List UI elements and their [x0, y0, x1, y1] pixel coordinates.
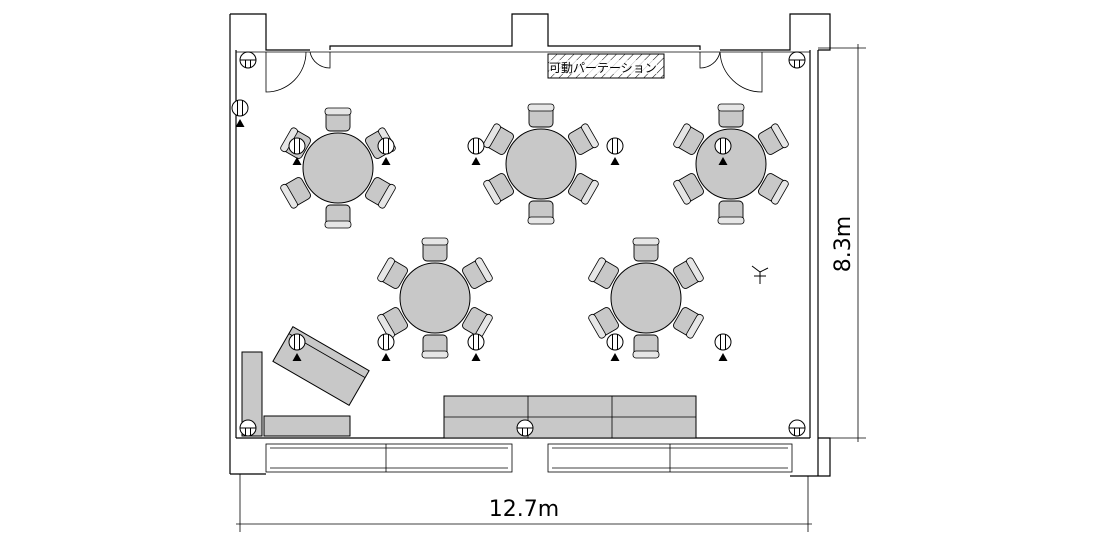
height-label: 8.3m	[831, 216, 856, 272]
dimension-width: 12.7m	[236, 474, 812, 532]
movable-partition: 可動パーテーション	[547, 53, 665, 79]
fixtures	[231, 51, 806, 437]
spotlight-icon	[606, 137, 624, 165]
furniture	[241, 325, 697, 439]
chair	[717, 103, 745, 128]
door-right	[699, 51, 763, 93]
chair	[421, 237, 449, 262]
detector-icon	[788, 419, 806, 437]
round-table-5	[587, 237, 705, 359]
detector-icon	[239, 419, 257, 437]
dimension-height: 8.3m	[818, 44, 866, 442]
chair	[632, 334, 660, 359]
chair	[527, 103, 555, 128]
round-table-2	[482, 103, 600, 225]
spotlight-icon	[714, 137, 732, 165]
window-left	[265, 443, 513, 473]
round-table-1	[279, 107, 397, 229]
spotlight-icon	[288, 333, 306, 361]
detector-icon	[788, 51, 806, 69]
round-table-4	[376, 237, 494, 359]
side-counter	[241, 351, 263, 437]
spotlight-icon	[714, 333, 732, 361]
chair	[717, 200, 745, 225]
spotlight-icon	[231, 99, 249, 127]
spotlight-icon	[467, 137, 485, 165]
table-top	[610, 262, 682, 334]
door-left	[265, 51, 331, 93]
chair	[527, 200, 555, 225]
chair	[421, 334, 449, 359]
buffet-table	[443, 395, 697, 439]
spotlight-icon	[288, 137, 306, 165]
chair	[324, 107, 352, 132]
table-top	[695, 128, 767, 200]
angled-desk	[272, 325, 370, 407]
table-top	[505, 128, 577, 200]
spotlight-icon	[377, 137, 395, 165]
window-right	[547, 443, 793, 473]
chair	[324, 204, 352, 229]
round-tables	[279, 103, 790, 359]
partition-label: 可動パーテーション	[549, 61, 657, 75]
chair	[632, 237, 660, 262]
detector-icon	[516, 419, 534, 437]
round-table-3	[672, 103, 790, 225]
fan-symbol-icon	[751, 265, 769, 284]
width-label: 12.7m	[489, 497, 559, 522]
table-top	[399, 262, 471, 334]
spotlight-icon	[377, 333, 395, 361]
spotlight-icon	[606, 333, 624, 361]
detector-icon	[239, 51, 257, 69]
table-top	[302, 132, 374, 204]
low-counter	[263, 415, 351, 437]
spotlight-icon	[467, 333, 485, 361]
